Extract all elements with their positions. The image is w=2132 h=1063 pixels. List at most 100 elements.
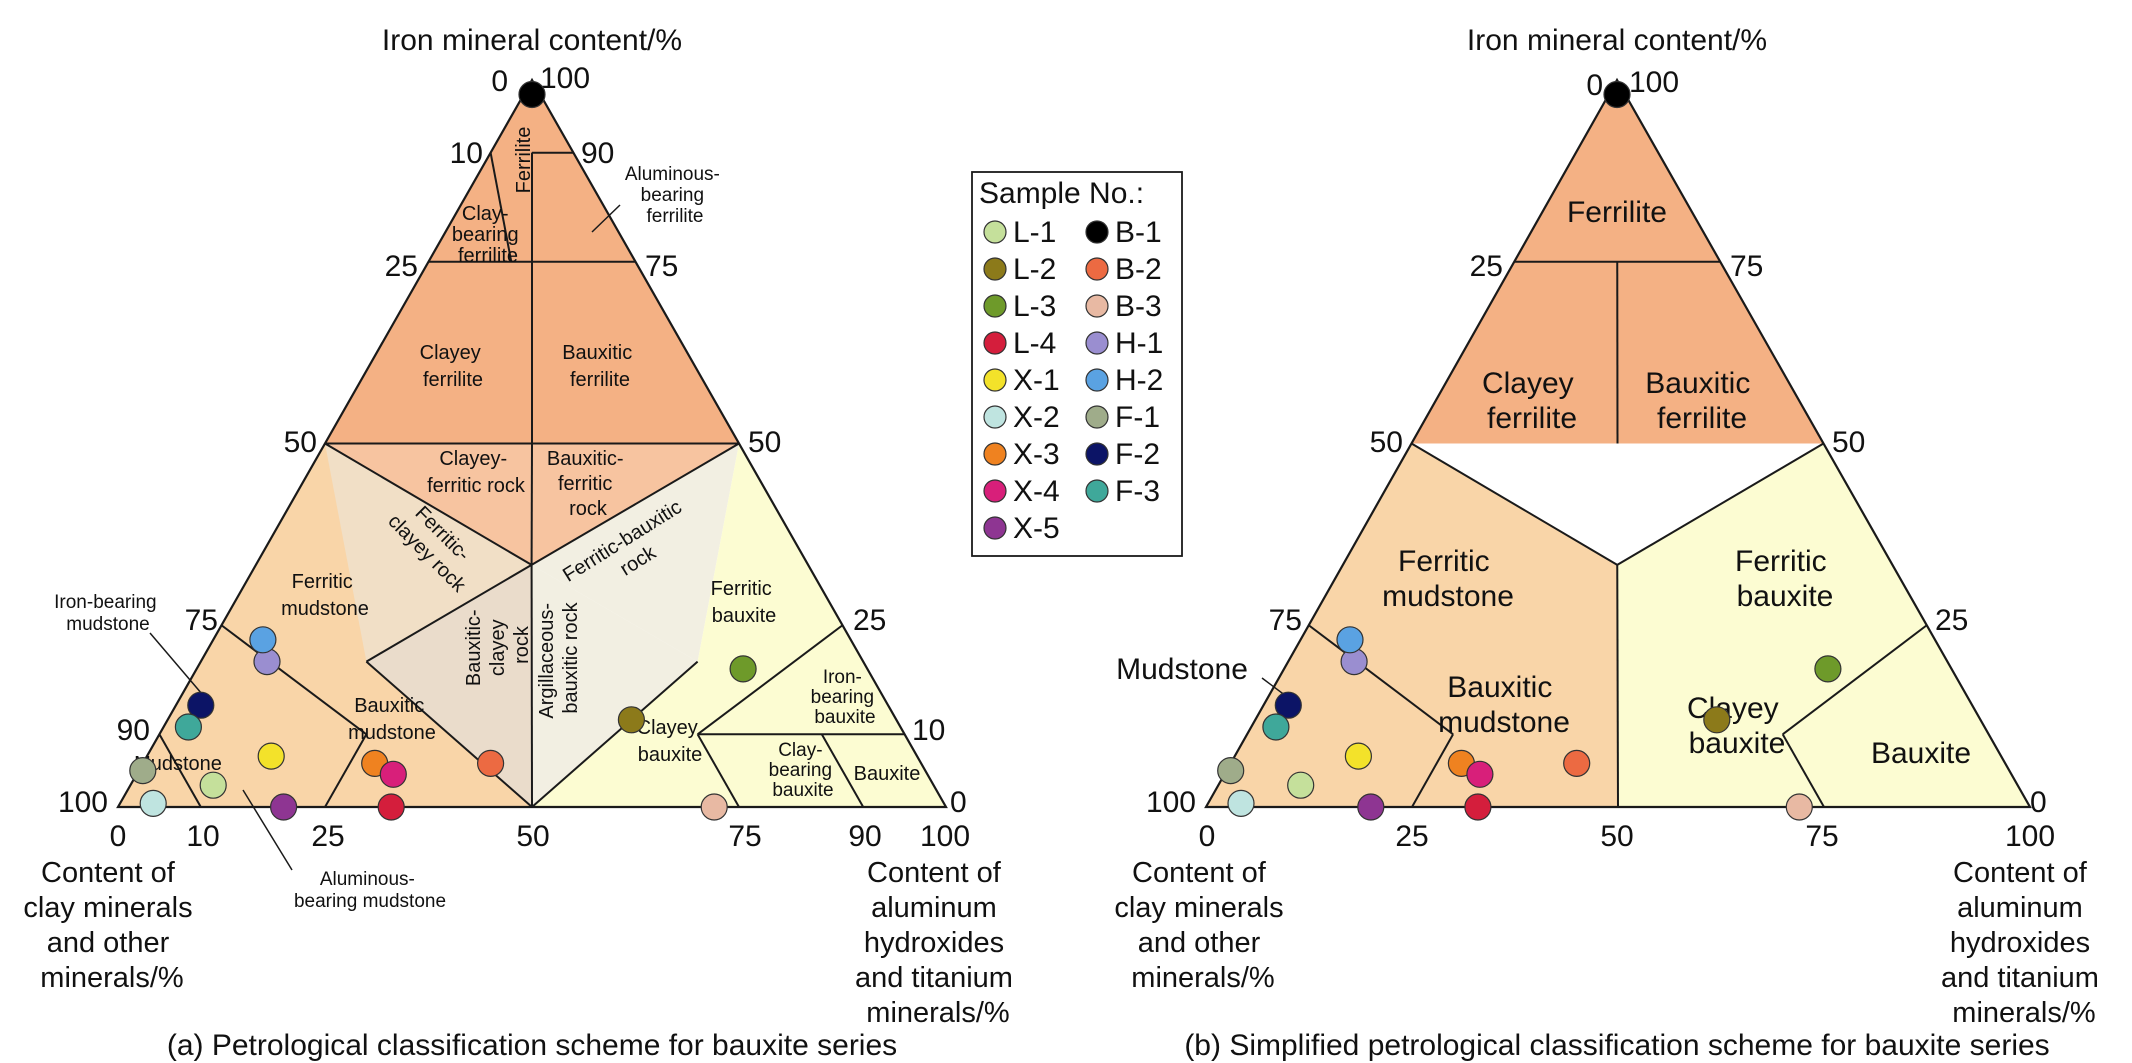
b-sample-point-x-1 xyxy=(1344,742,1373,770)
b-sample-point-l-1 xyxy=(1287,771,1315,799)
a-region-ferritic-clayey-rock xyxy=(325,443,532,662)
a-line-14 xyxy=(158,733,202,808)
b-label-bauxitic-mudstone: Bauxitic mudstone xyxy=(1438,671,1570,739)
legend-label-x-2: X-2 xyxy=(1013,401,1060,434)
b-label-ferritic-mudstone: Ferritic mudstone xyxy=(1382,545,1514,613)
b-left-tick-50: 50 xyxy=(1370,426,1403,459)
a-line-8 xyxy=(531,442,740,566)
a-leader-iron-bearing-mudstone xyxy=(149,632,203,695)
a-line-1 xyxy=(489,152,513,262)
b-line-4 xyxy=(1616,442,1825,566)
b-bottom-tick-100: 100 xyxy=(2005,820,2055,853)
a-bottom-tick-100: 100 xyxy=(920,820,970,853)
legend-label-x-1: X-1 xyxy=(1013,364,1060,397)
b-line-8 xyxy=(1782,624,1928,736)
legend-marker-f-3 xyxy=(1085,479,1109,503)
a-label-aluminous-bearing-ferrilite: Aluminous- bearing ferrilite xyxy=(625,164,725,227)
legend-label-l-1: L-1 xyxy=(1013,216,1056,249)
a-right-tick-90: 90 xyxy=(581,137,614,170)
b-sample-point-h-2 xyxy=(1336,626,1364,654)
a-right-tick-10: 10 xyxy=(912,714,945,747)
b-right-tick-25: 25 xyxy=(1935,604,1968,637)
b-line-3 xyxy=(1410,442,1618,566)
a-line-18 xyxy=(696,733,740,808)
legend-marker-x-1 xyxy=(983,368,1007,392)
b-sample-point-x-2 xyxy=(1227,789,1255,818)
b-right-tick-50: 50 xyxy=(1832,426,1865,459)
legend-marker-f-2 xyxy=(1085,442,1109,466)
b-sample-point-l-3 xyxy=(1814,655,1842,683)
a-label-bauxitic-ferritic-rock: Bauxitic- ferritic rock xyxy=(547,448,629,520)
a-label-clayey-bauxite: Clayey bauxite xyxy=(637,717,704,766)
a-label-clay-bearing-ferrilite: Clay- bearing ferrilite xyxy=(452,203,524,267)
legend-marker-f-1 xyxy=(1085,405,1109,429)
a-bottom-tick-75: 75 xyxy=(728,820,761,853)
b-label-bauxite: Bauxite xyxy=(1871,737,1971,770)
b-sample-point-f-1 xyxy=(1217,756,1245,785)
b-left-tick-25: 25 xyxy=(1470,250,1503,283)
legend-label-h-2: H-2 xyxy=(1115,364,1163,397)
a-line-12 xyxy=(220,624,368,736)
panel-a-boundaries xyxy=(158,151,905,808)
a-label-bauxitic-clayey-rock: Bauxitic- clayey rock xyxy=(463,604,533,686)
b-left-tick-0: 0 xyxy=(1586,69,1603,102)
a-leader-aluminous-mudstone xyxy=(242,789,293,871)
a-line-15 xyxy=(324,733,368,808)
b-sample-point-l-2 xyxy=(1703,706,1731,734)
a-right-tick-25: 25 xyxy=(853,604,886,637)
legend-marker-x-4 xyxy=(983,479,1007,503)
b-region-mudstone-zone xyxy=(1206,443,1618,807)
b-line-5 xyxy=(1616,564,1619,808)
legend-marker-l-2 xyxy=(983,257,1007,281)
legend-marker-l-1 xyxy=(983,220,1007,244)
a-bottom-tick-10: 10 xyxy=(186,820,219,853)
a-sample-point-b-1 xyxy=(518,80,546,109)
panel-a-top-title: Iron mineral content/% xyxy=(382,24,682,57)
legend-label-b-2: B-2 xyxy=(1115,253,1162,286)
b-sample-point-b-3 xyxy=(1785,793,1813,821)
b-line-7 xyxy=(1411,733,1454,808)
b-right-axis-title: Content of aluminum hydroxides and titan… xyxy=(1941,857,2107,1029)
a-left-tick-25: 25 xyxy=(385,250,418,283)
a-line-17 xyxy=(696,624,844,736)
legend-marker-x-5 xyxy=(983,516,1007,540)
a-region-argillaceous-bauxitic-rock xyxy=(531,564,698,807)
panel-a-sample-points xyxy=(129,80,757,821)
legend-label-x-5: X-5 xyxy=(1013,512,1060,545)
a-left-tick-90: 90 xyxy=(117,714,150,747)
b-label-bauxitic-ferrilite: Bauxitic ferrilite xyxy=(1645,367,1758,435)
b-label-mudstone: Mudstone xyxy=(1116,653,1248,686)
panel-b-sample-points xyxy=(1217,80,1842,821)
a-leader-aluminous-ferrilite xyxy=(591,204,621,233)
panel-b-ternary-diagram: Iron mineral content/% 0 25 50 75 100 10… xyxy=(1114,24,2107,1062)
b-label-clayey-bauxite: Clayey bauxite xyxy=(1687,692,1787,760)
a-sample-point-l-4 xyxy=(377,793,405,821)
a-label-iron-bearing-mudstone: Iron-bearing mudstone xyxy=(54,592,162,635)
a-label-bauxite: Bauxite xyxy=(854,763,921,785)
a-sample-point-x-5 xyxy=(270,793,298,821)
b-label-ferritic-bauxite: Ferritic bauxite xyxy=(1735,545,1835,613)
a-right-tick-75: 75 xyxy=(645,250,678,283)
a-label-iron-bearing-bauxite: Iron- bearing bauxite xyxy=(811,667,880,728)
b-line-6 xyxy=(1308,624,1454,736)
panel-a-ternary-diagram: Iron mineral content/% 0 10 25 50 75 90 … xyxy=(23,24,1021,1062)
a-region-bauxitic-clayey-rock xyxy=(366,564,532,807)
a-sample-point-x-4 xyxy=(379,760,407,788)
b-sample-point-b-1 xyxy=(1603,80,1631,109)
a-line-7 xyxy=(324,442,533,566)
legend-label-l-2: L-2 xyxy=(1013,253,1056,286)
a-label-argillaceous-bauxitic-rock: Argillaceous- bauxitic rock xyxy=(536,597,582,718)
b-sample-point-x-5 xyxy=(1357,793,1385,821)
a-right-axis-title: Content of aluminum hydroxides and titan… xyxy=(855,857,1021,1029)
legend-marker-x-2 xyxy=(983,405,1007,429)
legend-label-h-1: H-1 xyxy=(1115,327,1163,360)
a-label-ferritic-bauxite: Ferritic bauxite xyxy=(711,578,778,627)
a-sample-point-b-2 xyxy=(477,749,505,778)
a-line-13 xyxy=(365,660,533,808)
a-label-bauxitic-mudstone: Bauxitic mudstone xyxy=(348,695,436,744)
b-bottom-tick-75: 75 xyxy=(1805,820,1838,853)
b-right-tick-100: 100 xyxy=(1629,66,1679,99)
legend-label-l-4: L-4 xyxy=(1013,327,1056,360)
a-right-tick-100: 100 xyxy=(540,62,590,95)
